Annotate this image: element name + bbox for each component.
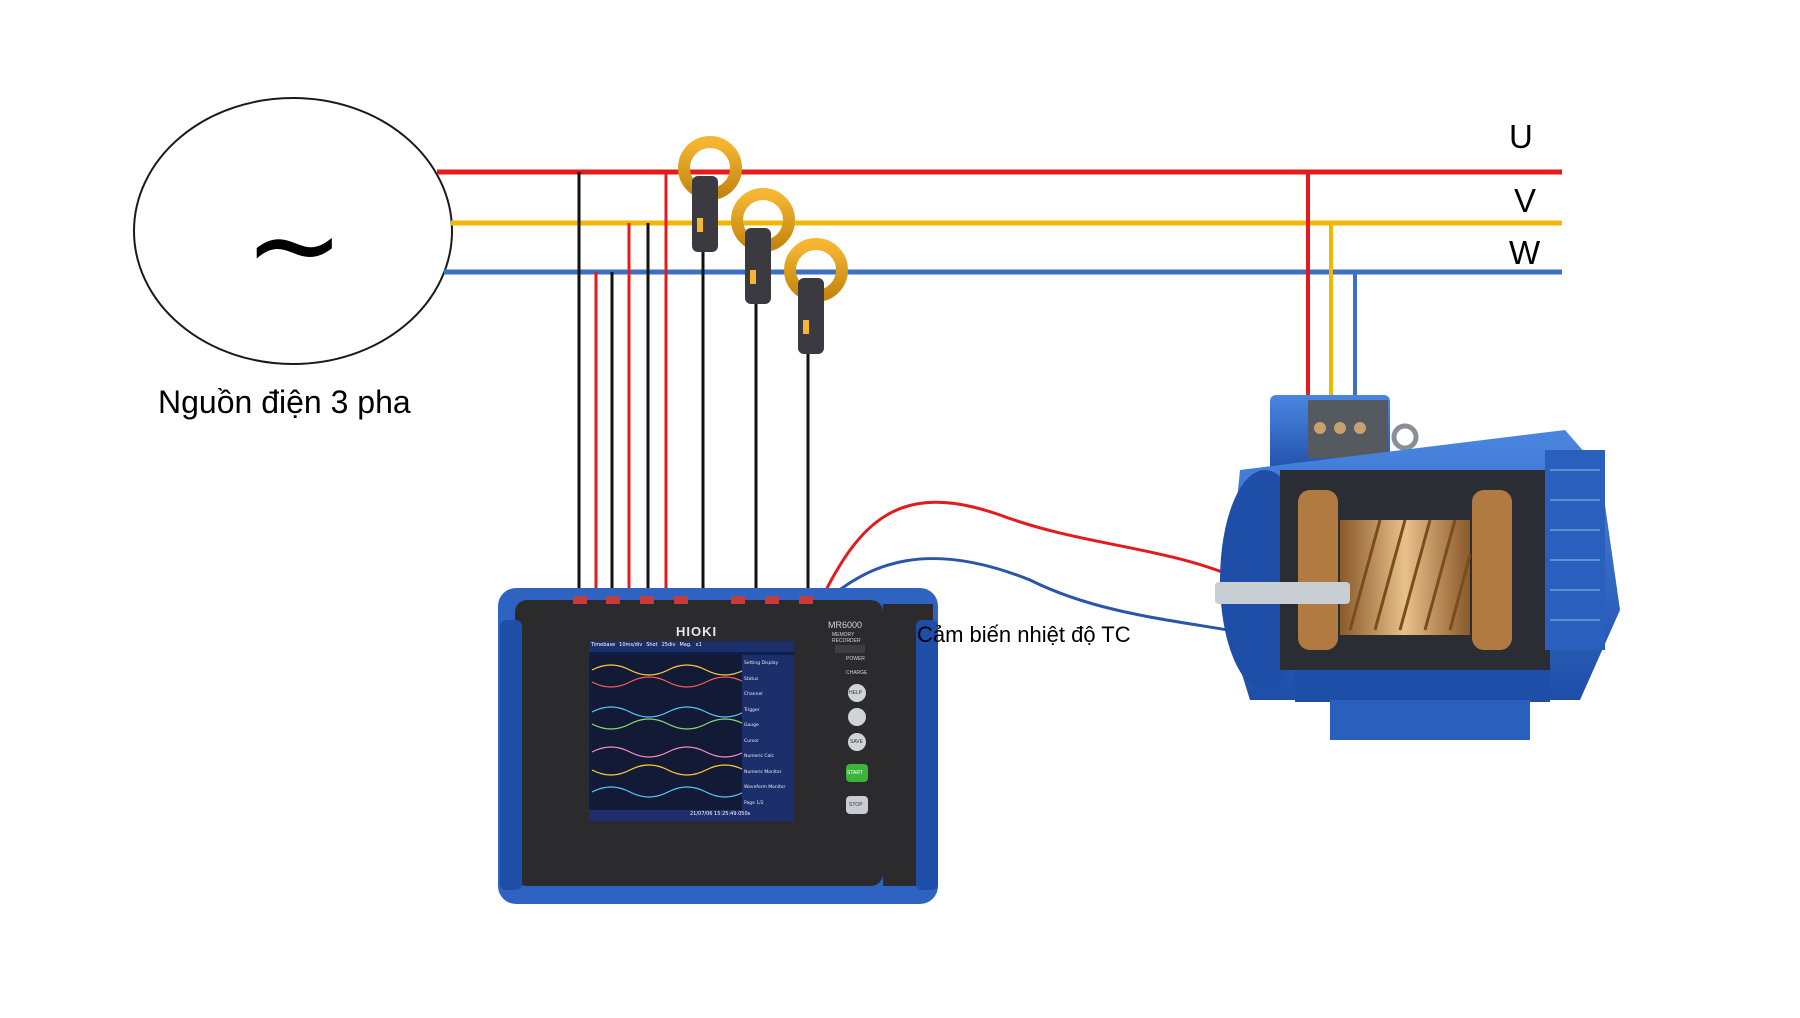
ac-symbol: ~ bbox=[244, 176, 345, 315]
screen-shot-value[interactable]: 25div bbox=[661, 642, 676, 648]
phase-label-v: V bbox=[1514, 182, 1537, 219]
recorder-model: MR6000 bbox=[828, 620, 863, 630]
save-button-label: SAVE bbox=[850, 739, 863, 745]
stop-button-label: STOP bbox=[849, 802, 863, 808]
menu-numeric-monitor[interactable]: Numeric Monitor bbox=[744, 769, 782, 775]
help-button[interactable] bbox=[848, 684, 866, 702]
menu-trigger[interactable]: Trigger bbox=[744, 707, 760, 713]
menu-numeric-calc[interactable]: Numeric Calc bbox=[744, 754, 774, 759]
phase-label-w: W bbox=[1509, 234, 1541, 271]
recorder-model-sub: MEMORY RECORDER bbox=[832, 632, 861, 644]
menu-channel[interactable]: Channel bbox=[744, 692, 763, 697]
menu-gauge[interactable]: Gauge bbox=[744, 723, 759, 728]
screen-status-time: 21/07/06 15:25:49.050s bbox=[690, 811, 751, 817]
screen-top-bar: Timebase 10ms/div Shot 25div Mag. x1 bbox=[591, 642, 741, 651]
screen-shot-label: Shot bbox=[646, 642, 658, 648]
menu-waveform-monitor[interactable]: Waveform Monitor bbox=[744, 785, 786, 790]
start-button-label: START bbox=[847, 770, 863, 776]
stop-button[interactable] bbox=[846, 796, 868, 814]
screen-side-menu: Setting Display Status Channel Trigger G… bbox=[744, 656, 794, 811]
save-button[interactable] bbox=[848, 733, 866, 751]
menu-setting-display[interactable]: Setting Display bbox=[744, 661, 779, 666]
recorder-brand: HIOKI bbox=[676, 624, 718, 639]
start-button[interactable] bbox=[846, 764, 868, 782]
menu-cursor[interactable]: Cursor bbox=[744, 738, 759, 744]
screen-mag-value[interactable]: x1 bbox=[695, 642, 702, 648]
menu-status[interactable]: Status bbox=[744, 676, 759, 682]
power-source-label: Nguồn điện 3 pha bbox=[158, 384, 411, 420]
power-source-circle bbox=[133, 97, 453, 365]
screen-timebase-label: Timebase bbox=[591, 642, 616, 648]
input-terminals bbox=[573, 596, 813, 604]
waveform-traces bbox=[591, 664, 745, 798]
thermocouple-label: Cảm biến nhiệt độ TC bbox=[917, 622, 1131, 647]
voltage-probe-wires bbox=[577, 172, 810, 600]
power-label: POWER bbox=[846, 656, 865, 662]
current-clamp-u bbox=[678, 136, 742, 252]
info-button[interactable] bbox=[848, 708, 866, 726]
motor-illustration bbox=[1215, 395, 1620, 740]
help-button-label: HELP bbox=[849, 690, 863, 696]
current-clamp-v bbox=[731, 188, 795, 304]
screen-mag-label: Mag. bbox=[679, 642, 692, 648]
charge-label: CHARGE bbox=[846, 670, 868, 676]
screen-timebase-value[interactable]: 10ms/div bbox=[619, 642, 643, 648]
memory-recorder bbox=[498, 588, 938, 904]
phase-label-u: U bbox=[1509, 118, 1533, 155]
current-clamp-w bbox=[784, 238, 848, 354]
menu-page[interactable]: Page 1/2 bbox=[744, 800, 764, 806]
